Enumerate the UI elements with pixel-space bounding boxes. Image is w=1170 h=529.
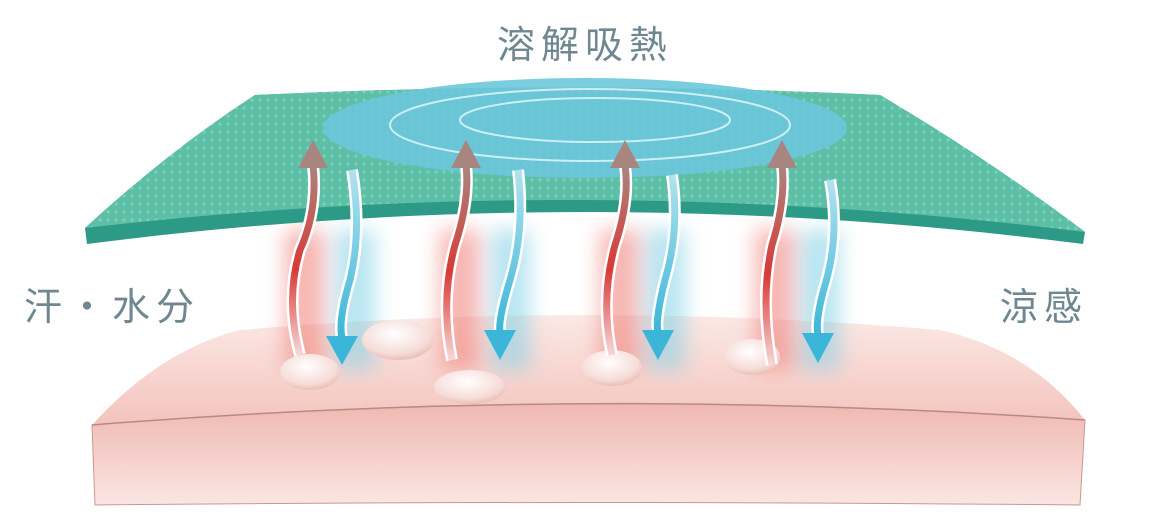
heat-up-arrow (440, 140, 481, 362)
fabric-sheet (85, 78, 1085, 244)
heat-up-arrow (286, 140, 328, 357)
sweat-droplets (280, 320, 780, 404)
cool-zone (323, 78, 847, 178)
droplet (582, 350, 642, 386)
skin-layer (91, 315, 1086, 506)
cooling-label: 涼感 (1000, 285, 1089, 329)
cool-down-arrow (642, 174, 681, 360)
cool-down-arrow (802, 178, 840, 363)
droplet (434, 370, 506, 404)
droplet (362, 320, 434, 360)
sweat-label: 汗・水分 (24, 285, 201, 329)
droplet (280, 354, 340, 390)
cool-down-arrow (326, 169, 363, 365)
heat-arrows (286, 140, 797, 367)
cool-down-arrow (484, 169, 527, 360)
heat-up-arrow (760, 140, 797, 367)
heat-up-arrow (600, 140, 640, 357)
cool-arrows (326, 169, 840, 365)
title-label: 溶解吸熱 (496, 23, 673, 67)
